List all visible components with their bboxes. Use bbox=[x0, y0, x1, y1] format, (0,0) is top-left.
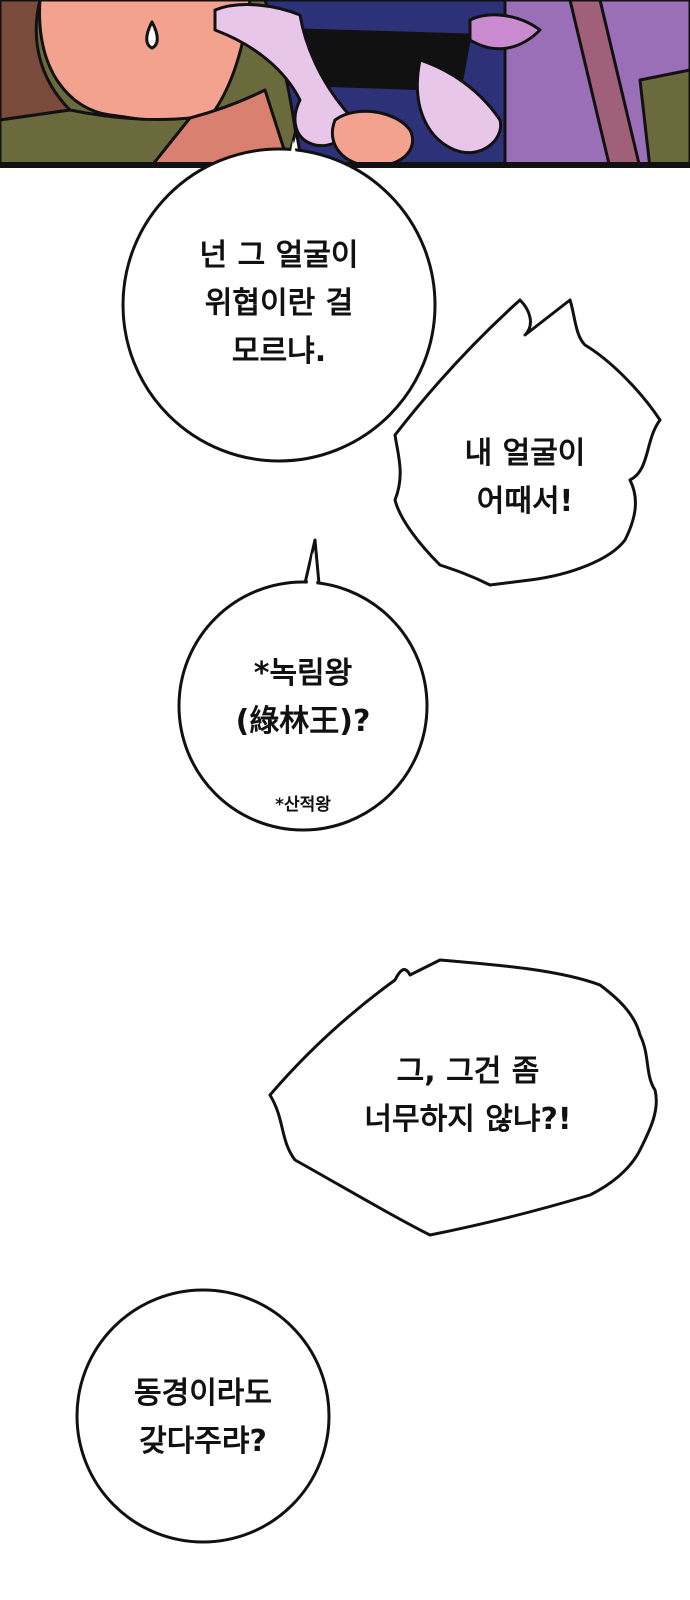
bubble-line: 내 얼굴이 bbox=[464, 436, 586, 471]
bubble-text-what-about-face: 내 얼굴이 어때서! bbox=[400, 430, 650, 526]
speech-bubble-bronze-mirror bbox=[75, 1288, 331, 1544]
bubble-line: 동경이라도 bbox=[134, 1376, 272, 1411]
bubble-line: 너무하지 않냐?! bbox=[364, 1102, 572, 1137]
speech-bubble-too-much bbox=[268, 958, 658, 1237]
manga-panel-art bbox=[0, 0, 690, 168]
olive-garment bbox=[638, 68, 690, 168]
bubble-text-threat-face: 넌 그 얼굴이 위협이란 걸 모르냐. bbox=[129, 232, 429, 376]
bubble-line: (綠林王)? bbox=[235, 704, 371, 739]
bubble-text-nokrim-king: *녹림왕 (綠林王)? bbox=[183, 650, 423, 746]
character-collar bbox=[148, 88, 292, 168]
cloth-highlight bbox=[468, 13, 542, 51]
speech-bubble-threat-face bbox=[121, 128, 437, 463]
bubble-text-too-much: 그, 그건 좀 너무하지 않냐?! bbox=[318, 1048, 618, 1144]
bubble-line: *녹림왕 bbox=[253, 656, 353, 691]
bubble-line: 어때서! bbox=[476, 484, 574, 519]
bubble-line: 모르냐. bbox=[231, 334, 327, 369]
bubble-line: 갖다주랴? bbox=[139, 1424, 267, 1459]
bubble-text-bronze-mirror: 동경이라도 갖다주랴? bbox=[78, 1370, 328, 1466]
wooden-staff bbox=[568, 0, 642, 168]
bubble-line: 그, 그건 좀 bbox=[396, 1054, 540, 1089]
speech-bubble-what-about-face bbox=[393, 298, 662, 587]
character-fist bbox=[331, 109, 414, 168]
bandaged-arm bbox=[415, 58, 503, 155]
sweat-drop-icon bbox=[145, 20, 159, 50]
bubble-line: 위협이란 걸 bbox=[204, 286, 354, 321]
speech-bubble-nokrim-king bbox=[177, 538, 429, 832]
footnote-bandit-king: *산적왕 bbox=[275, 795, 331, 815]
bubble-line: 넌 그 얼굴이 bbox=[199, 238, 359, 273]
